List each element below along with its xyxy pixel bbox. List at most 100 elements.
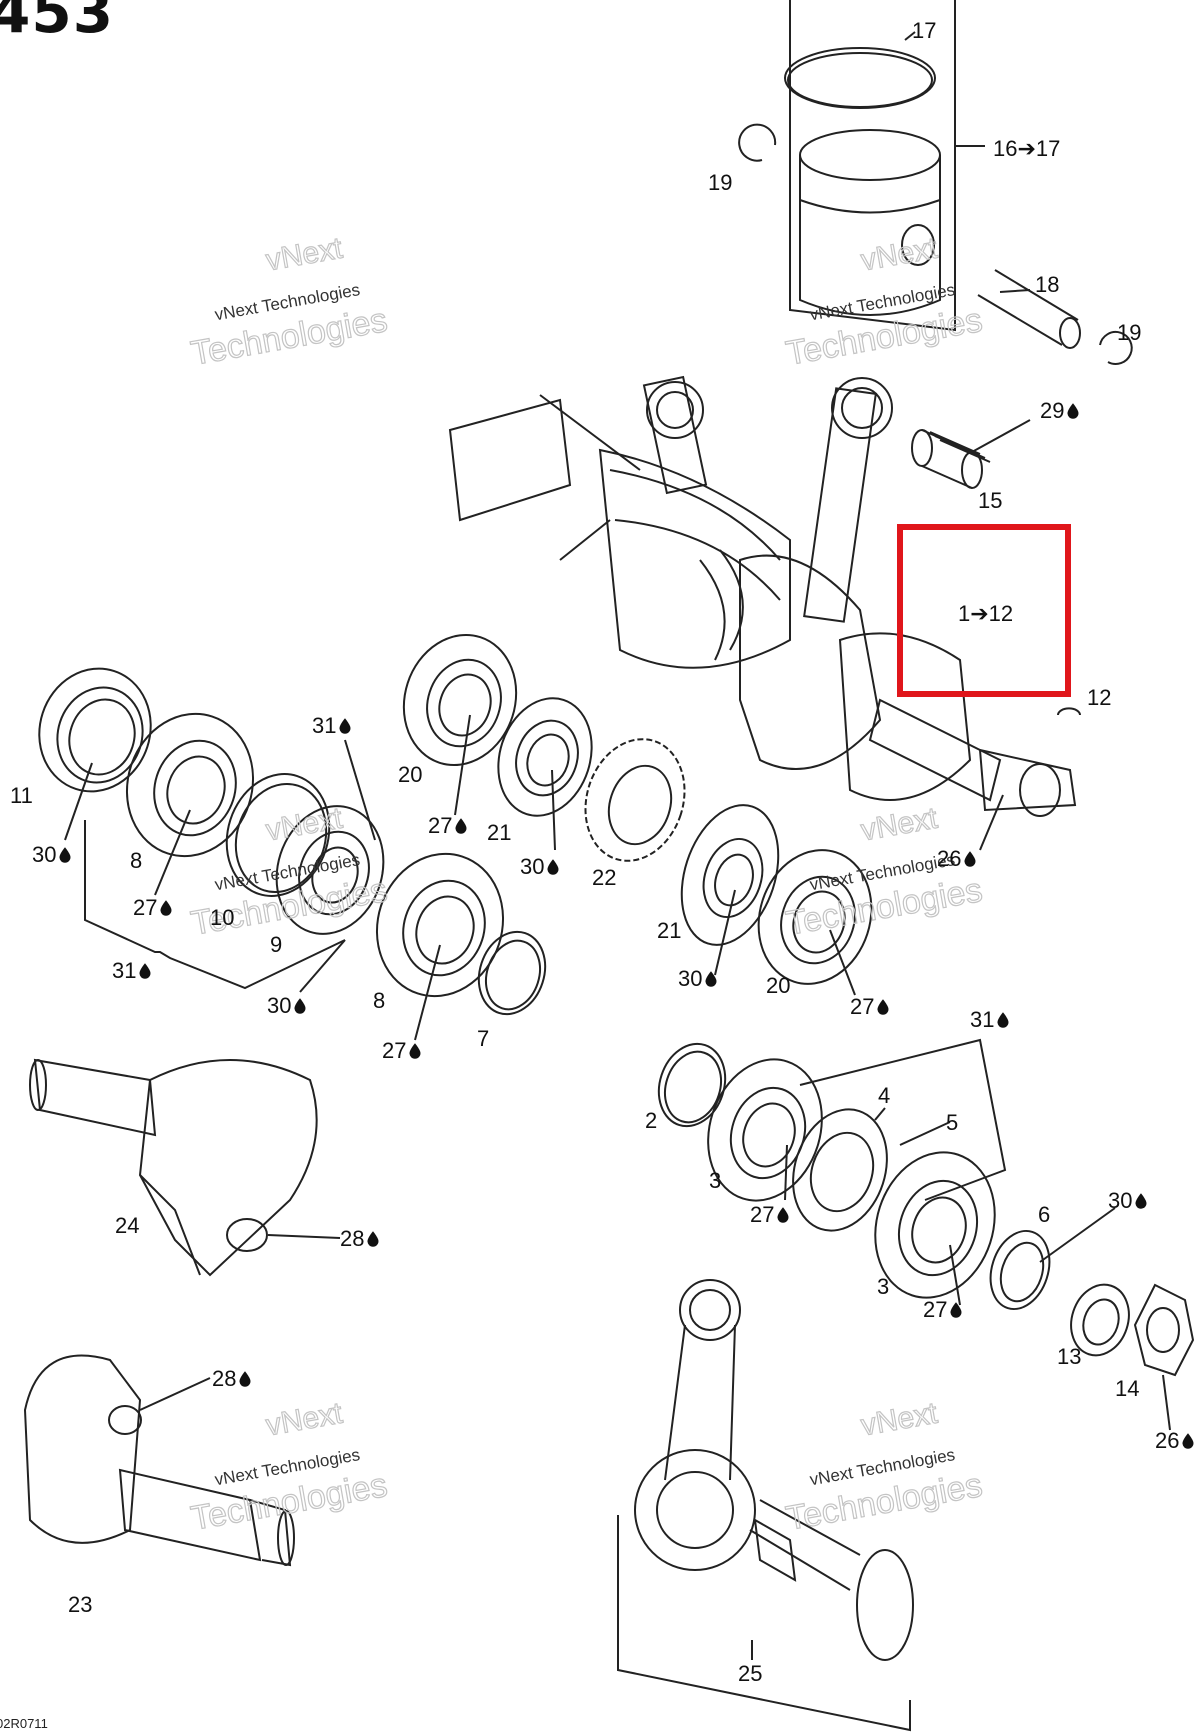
piston-ring — [784, 47, 936, 109]
bracket-25 — [617, 1515, 911, 1732]
callout-text: 3 — [877, 1274, 889, 1299]
callout-text: 27 — [428, 813, 452, 838]
callout-text: 3 — [709, 1168, 721, 1193]
gear-22 — [584, 738, 686, 862]
callout-text: 31 — [970, 1007, 994, 1032]
callout-c11: 11 — [10, 783, 33, 808]
lubricant-drop-icon — [367, 1231, 379, 1247]
callout-c31c: 31 — [970, 1007, 1009, 1032]
ring-4 — [792, 1108, 888, 1232]
callout-text: 17 — [912, 18, 936, 43]
seal-6 — [989, 1229, 1051, 1311]
lubricant-drop-icon — [409, 1043, 421, 1059]
lubricant-drop-icon — [455, 818, 467, 834]
callout-c19b: 19 — [1117, 320, 1141, 345]
callout-text: 8 — [130, 848, 142, 873]
seal-11 — [38, 667, 152, 793]
callout-c30a: 30 — [32, 842, 71, 867]
ring-2 — [657, 1042, 727, 1128]
lubricant-drop-icon — [877, 999, 889, 1015]
callout-text: 22 — [592, 865, 616, 890]
callout-c24: 24 — [115, 1213, 139, 1238]
piston-pin — [977, 269, 1081, 349]
nut-14 — [1133, 1283, 1195, 1377]
leader-5 — [899, 1121, 951, 1146]
callout-c2: 2 — [645, 1108, 657, 1133]
callout-text: 8 — [373, 988, 385, 1013]
callout-text: 6 — [1038, 1202, 1050, 1227]
callout-text: 30 — [678, 966, 702, 991]
lubricant-drop-icon — [1135, 1193, 1147, 1209]
callout-c26a: 26 — [937, 846, 976, 871]
lubricant-drop-icon — [139, 963, 151, 979]
leader-4 — [874, 1107, 886, 1121]
callout-text: 23 — [68, 1592, 92, 1617]
callout-c8a: 8 — [130, 848, 142, 873]
drawing-code: 02R0711 — [0, 1716, 48, 1731]
watermark-line1: vNext — [859, 1397, 941, 1443]
callout-text: 21 — [487, 820, 511, 845]
crank-half-23 — [23, 1354, 295, 1567]
bearing-3-lower — [874, 1151, 996, 1299]
callout-text: 27 — [850, 994, 874, 1019]
crank-half-24 — [29, 1058, 318, 1277]
callout-c28a: 28 — [340, 1226, 379, 1251]
callout-text: 27 — [382, 1038, 406, 1063]
lubricant-drop-icon — [1067, 403, 1079, 419]
key-12 — [1057, 707, 1081, 716]
lubricant-drop-icon — [777, 1207, 789, 1223]
callout-c31a: 31 — [312, 713, 351, 738]
watermark-line1: vNext — [859, 802, 941, 848]
callout-c27c: 27 — [850, 994, 889, 1019]
callout-text: 30 — [32, 842, 56, 867]
callout-text: 28 — [212, 1366, 236, 1391]
watermark-line1: vNext — [859, 232, 941, 278]
callout-text: 12 — [1087, 685, 1111, 710]
callout-text: 30 — [520, 854, 544, 879]
diagram-number: 453 — [0, 0, 115, 46]
callout-c27e: 27 — [750, 1202, 789, 1227]
seal-21-lower — [680, 804, 780, 946]
callout-c29: 29 — [1040, 398, 1079, 423]
piston — [799, 129, 941, 316]
callout-c3b: 3 — [877, 1274, 889, 1299]
leader-28a — [267, 1234, 341, 1239]
callout-text: 27 — [923, 1297, 947, 1322]
callout-text: 27 — [133, 895, 157, 920]
callout-c30e: 30 — [1108, 1188, 1147, 1213]
callout-text: 31 — [112, 958, 136, 983]
lubricant-drop-icon — [339, 718, 351, 734]
highlight-box — [897, 524, 1071, 697]
callout-text: 20 — [398, 762, 422, 787]
callout-text: 31 — [312, 713, 336, 738]
callout-c12: 12 — [1087, 685, 1111, 710]
callout-c15: 15 — [978, 488, 1002, 513]
callout-c30d: 30 — [678, 966, 717, 991]
callout-text: 24 — [115, 1213, 139, 1238]
leader-28b — [139, 1377, 211, 1411]
callout-c9: 9 — [270, 932, 282, 957]
callout-text: 2 — [645, 1108, 657, 1133]
lubricant-drop-icon — [964, 851, 976, 867]
ring-10 — [225, 773, 331, 897]
callout-text: 9 — [270, 932, 282, 957]
callout-text: 25 — [738, 1661, 762, 1686]
connecting-rod-25 — [634, 1279, 914, 1661]
watermarks: vNext vNext Technologies Technologies vN… — [188, 231, 986, 1539]
callout-text: 19 — [1117, 320, 1141, 345]
callout-text: 10 — [210, 905, 234, 930]
callout-c8b: 8 — [373, 988, 385, 1013]
callout-c3a: 3 — [709, 1168, 721, 1193]
piston-group-bracket — [789, 0, 956, 332]
callout-text: 27 — [750, 1202, 774, 1227]
callout-c27f: 27 — [923, 1297, 962, 1322]
callout-c27b: 27 — [133, 895, 172, 920]
callout-text: 26 — [1155, 1428, 1179, 1453]
callout-c30b: 30 — [520, 854, 559, 879]
callout-text: 7 — [477, 1026, 489, 1051]
washer-13 — [1070, 1283, 1130, 1357]
callout-c13: 13 — [1057, 1344, 1081, 1369]
callout-text: 28 — [340, 1226, 364, 1251]
callout-text: 11 — [10, 783, 33, 808]
